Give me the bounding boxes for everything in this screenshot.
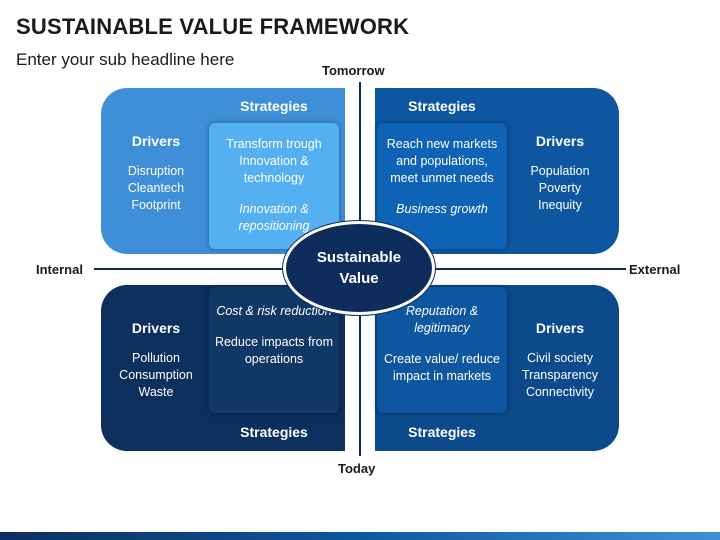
strategy-focus: Cost & risk reduction <box>216 304 332 318</box>
drivers-heading: Drivers <box>131 133 181 149</box>
driver-item: Transparency <box>522 368 598 382</box>
axis-label-external: External <box>629 262 681 277</box>
strategy-content-top-left: Transform trough Innovation & technology… <box>209 136 339 235</box>
driver-item: Footprint <box>131 198 181 212</box>
driver-item: Inequity <box>538 198 582 212</box>
drivers-bottom-right: Drivers Civil society Transparency Conne… <box>506 320 614 401</box>
strategy-focus: Business growth <box>396 202 488 216</box>
strategy-content-top-right: Reach new markets and populations, meet … <box>377 136 507 218</box>
strategy-text: Transform trough Innovation & technology <box>226 137 322 185</box>
center-label-line2: Value <box>339 270 379 287</box>
driver-item: Pollution <box>132 351 180 365</box>
driver-item: Disruption <box>127 164 185 178</box>
drivers-heading: Drivers <box>131 320 181 336</box>
driver-item: Population <box>530 164 590 178</box>
center-oval: Sustainable Value <box>283 221 435 315</box>
strategy-focus: Reputation & legitimacy <box>405 304 479 335</box>
strategy-content-bottom-left: Cost & risk reduction Reduce impacts fro… <box>209 303 339 368</box>
drivers-top-left: Drivers Disruption Cleantech Footprint <box>102 133 210 214</box>
strategy-text: Reduce impacts from operations <box>214 335 334 366</box>
axis-label-internal: Internal <box>36 262 83 277</box>
center-label-line1: Sustainable <box>316 249 402 266</box>
driver-item: Waste <box>138 385 174 399</box>
strategy-text: Reach new markets and populations, meet … <box>386 137 498 185</box>
driver-item: Civil society <box>527 351 593 365</box>
strategies-heading-top-left: Strategies <box>240 98 308 114</box>
footer-bar <box>0 532 720 540</box>
strategy-text: Create value/ reduce impact in markets <box>383 352 501 383</box>
axis-label-today: Today <box>338 461 376 476</box>
strategy-focus: Innovation & repositioning <box>238 202 310 233</box>
drivers-heading: Drivers <box>535 320 585 336</box>
driver-item: Connectivity <box>525 385 595 399</box>
strategies-heading-bottom-left: Strategies <box>240 424 308 440</box>
strategy-content-bottom-right: Reputation & legitimacy Create value/ re… <box>377 303 507 385</box>
strategy-box-bottom-left <box>209 287 339 413</box>
driver-item: Cleantech <box>127 181 185 195</box>
driver-item: Consumption <box>119 368 193 382</box>
strategies-heading-bottom-right: Strategies <box>408 424 476 440</box>
driver-item: Poverty <box>538 181 582 195</box>
strategies-heading-top-right: Strategies <box>408 98 476 114</box>
page-title: SUSTAINABLE VALUE FRAMEWORK <box>16 14 410 39</box>
drivers-bottom-left: Drivers Pollution Consumption Waste <box>102 320 210 401</box>
drivers-heading: Drivers <box>535 133 585 149</box>
axis-label-tomorrow: Tomorrow <box>322 63 385 78</box>
page-subtitle: Enter your sub headline here <box>16 50 235 69</box>
drivers-top-right: Drivers Population Poverty Inequity <box>506 133 614 214</box>
